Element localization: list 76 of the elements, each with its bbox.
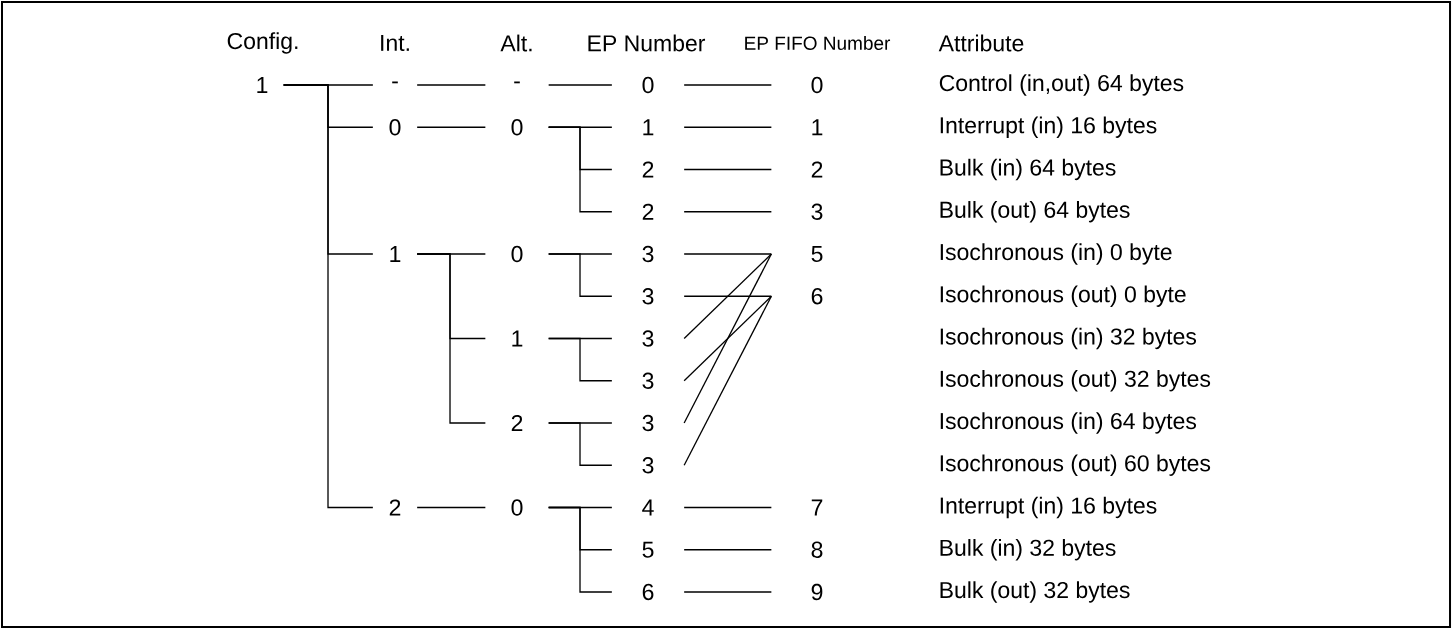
number-label: 2 [642, 203, 654, 220]
attribute-text: Bulk (in) 32 bytes [940, 539, 1116, 561]
column-header: Attribute [938, 34, 1024, 52]
number-label: 2 [389, 499, 401, 516]
connector-line [548, 253, 613, 297]
connector-line [683, 549, 772, 551]
number-label: 2 [642, 161, 654, 178]
attribute-text: Bulk (out) 64 bytes [940, 201, 1130, 223]
number-label: 2 [811, 161, 823, 178]
attribute-text: Interrupt (in) 16 bytes [940, 496, 1157, 519]
number-label: 3 [642, 457, 654, 474]
attribute-text: Isochronous (out) 60 bytes [940, 454, 1211, 476]
number-label: - [392, 81, 398, 84]
attribute-text: Isochronous (in) 0 byte [940, 243, 1172, 265]
connector-line [416, 126, 486, 128]
attribute-text: Isochronous (in) 64 bytes [940, 412, 1197, 434]
connector-line [548, 126, 613, 213]
number-label: 0 [511, 119, 523, 136]
connector-line [416, 253, 486, 424]
connector-line [683, 211, 772, 213]
number-label: 2 [511, 415, 523, 432]
number-label: 3 [642, 372, 654, 389]
number-label: 8 [811, 541, 823, 558]
connector-line [683, 126, 772, 128]
attribute-text: Isochronous (in) 32 bytes [940, 327, 1197, 350]
number-label: 0 [642, 76, 654, 94]
connector-line [548, 422, 613, 466]
column-header: Alt. [500, 34, 532, 52]
number-label: 3 [642, 288, 654, 305]
number-label: 0 [511, 499, 523, 516]
connector-line [683, 253, 772, 340]
column-header: Config. [227, 32, 298, 54]
column-header: EP Number [588, 34, 706, 52]
connector-line [683, 84, 772, 86]
number-label: 3 [811, 203, 823, 220]
connector-line [416, 506, 486, 509]
number-label: 9 [811, 583, 823, 601]
number-label: 3 [642, 414, 654, 432]
number-label: 3 [642, 245, 654, 263]
number-label: 1 [390, 246, 401, 262]
attribute-text: Control (in,out) 64 bytes [939, 74, 1184, 96]
number-label: 3 [642, 330, 654, 347]
number-label: 0 [389, 119, 401, 136]
number-label: 5 [642, 541, 654, 558]
number-label: 0 [811, 76, 823, 94]
number-label: 1 [257, 77, 268, 93]
connector-line [683, 591, 772, 593]
connector-line [683, 295, 772, 382]
attribute-text: Bulk (in) 64 bytes [940, 158, 1116, 181]
connector-line [683, 253, 772, 424]
attribute-text: Interrupt (in) 16 bytes [940, 116, 1157, 138]
attribute-text: Bulk (out) 32 bytes [940, 581, 1130, 603]
attribute-text: Isochronous (out) 0 byte [940, 285, 1186, 307]
number-label: 1 [512, 330, 523, 347]
connector-line [683, 506, 772, 509]
number-label: 6 [642, 583, 654, 601]
number-label: 1 [643, 119, 654, 136]
number-label: 1 [812, 119, 823, 136]
connector-line [683, 295, 772, 466]
column-header: Int. [381, 35, 409, 51]
attribute-text: Isochronous (out) 32 bytes [940, 370, 1211, 392]
number-label: 5 [811, 246, 823, 262]
connector-line [683, 295, 772, 297]
connector-line [416, 84, 486, 86]
number-label: 0 [511, 245, 523, 263]
number-label: - [514, 81, 520, 84]
number-label: 6 [811, 288, 823, 305]
connector-line [548, 337, 613, 382]
connector-line [683, 168, 772, 171]
column-header: EP FIFO Number [745, 36, 891, 50]
connector-line [548, 506, 613, 593]
connector-line [683, 253, 772, 255]
number-label: 4 [642, 499, 654, 516]
number-label: 7 [811, 499, 823, 516]
connector-line [283, 84, 374, 509]
connector-line [548, 84, 613, 86]
